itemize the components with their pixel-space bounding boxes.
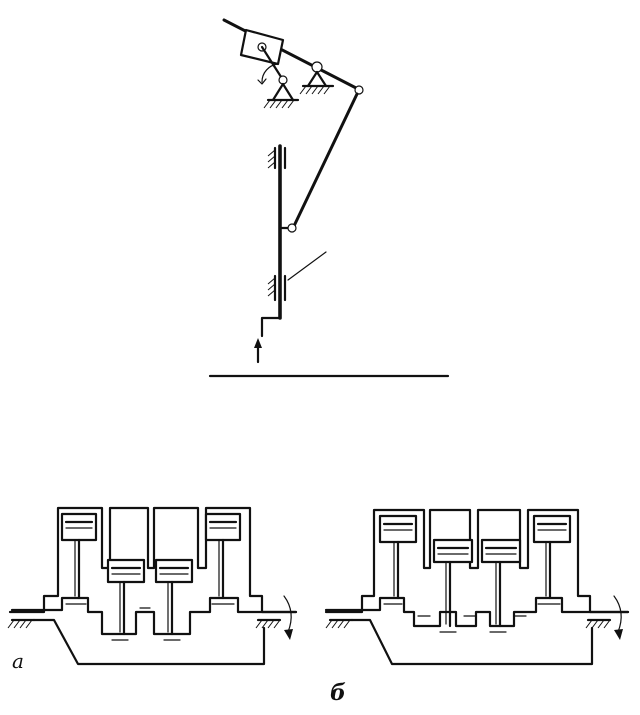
piston-b3 (480, 538, 522, 628)
connecting-rod (292, 92, 359, 228)
linkage-mechanism (208, 18, 450, 378)
piston-b2 (432, 538, 474, 628)
label-variant-b: б (330, 680, 346, 706)
crankshaft-b (324, 596, 630, 628)
rotation-arrowhead (257, 78, 267, 85)
label-variant-a: а (12, 649, 24, 673)
upper-guide-bearing (267, 146, 287, 170)
ground-right-a (255, 618, 282, 629)
crank-variant-b: б (324, 508, 630, 706)
right-pivot-support (299, 61, 335, 95)
rotation-arrow-a (283, 595, 293, 640)
pusher-foot (260, 316, 282, 338)
piston-a2 (106, 558, 146, 636)
ground-right-b (585, 618, 612, 629)
ground-left-b (325, 618, 354, 629)
piston-b1 (378, 514, 418, 600)
left-pivot-support (263, 75, 300, 109)
motion-arrow (254, 338, 262, 364)
piston-a1 (60, 512, 98, 600)
piston-b4 (532, 514, 572, 600)
crankshaft-a (10, 596, 298, 636)
piston-a3 (154, 558, 194, 636)
crank-variant-a: а (7, 506, 298, 673)
lever-end-joint (354, 85, 364, 95)
leader-line (287, 251, 327, 281)
rod-pin-joint (287, 223, 297, 233)
block-outline-b-upper (324, 508, 630, 614)
slider-link (260, 45, 285, 82)
lower-guide-bearing (267, 274, 287, 302)
crankcase-b (350, 618, 594, 666)
crankcase-a (32, 618, 266, 666)
block-outline-a-upper (8, 506, 298, 614)
rotation-arc (261, 63, 279, 83)
ground-left-a (7, 618, 36, 629)
piston-a4 (204, 512, 242, 600)
rotation-arrow-b (613, 595, 623, 640)
